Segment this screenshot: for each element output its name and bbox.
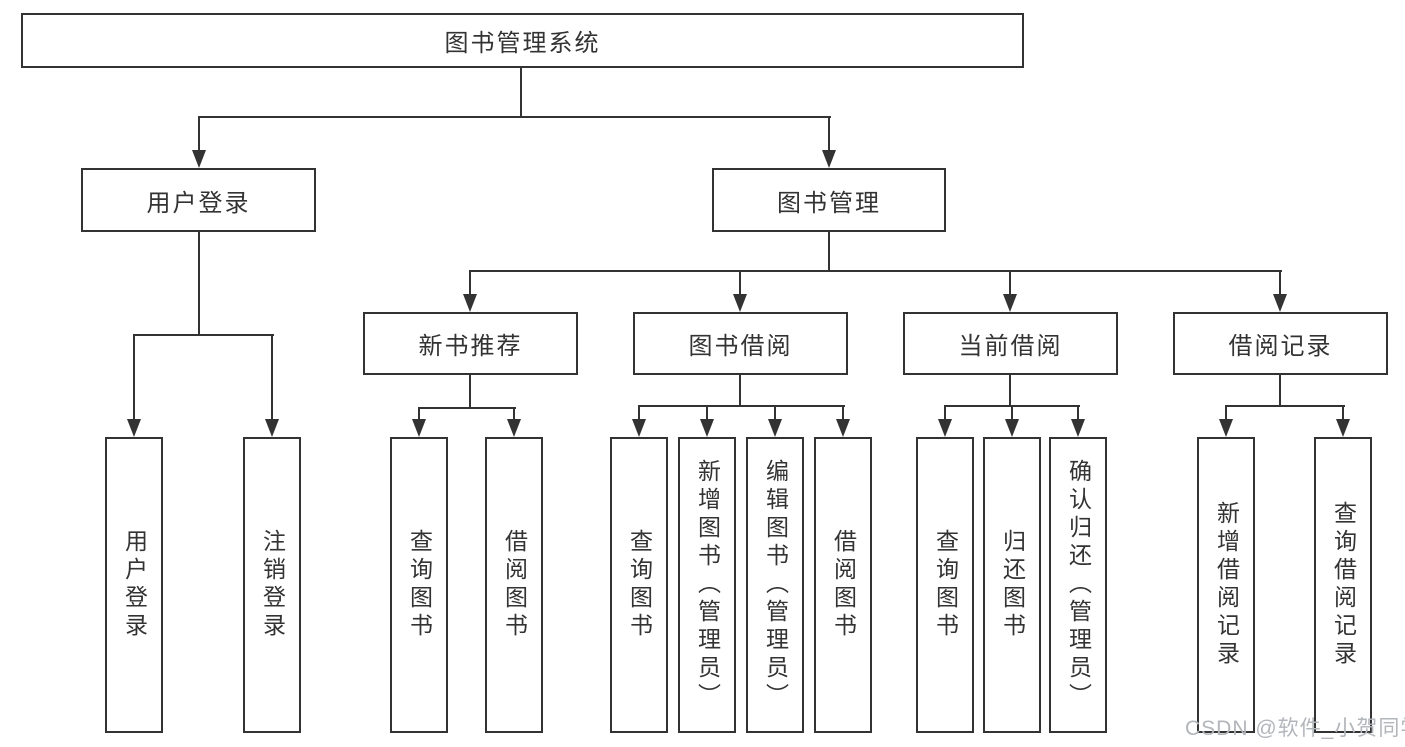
- connector-book-borrow-trunk: [739, 375, 741, 407]
- node-query-books-3: 查询图书: [916, 437, 974, 733]
- arrow-to-query-books-2: [632, 405, 646, 437]
- node-add-books-admin: 新增图书（管理员）: [678, 437, 736, 733]
- arrow-to-borrow-books-2: [836, 405, 850, 437]
- arrow-to-current-borrow: [1003, 270, 1017, 312]
- node-borrow-books-1: 借阅图书: [485, 437, 543, 733]
- connector-new-book-branch: [418, 407, 516, 409]
- node-book-borrow: 图书借阅: [633, 312, 848, 375]
- node-return-books: 归还图书: [983, 437, 1041, 733]
- connector-root-branch: [198, 116, 831, 118]
- arrow-to-user-login-leaf: [127, 334, 141, 437]
- connector-current-borrow-trunk: [1009, 375, 1011, 407]
- arrow-to-borrow-records: [1273, 270, 1287, 312]
- node-current-borrow: 当前借阅: [903, 312, 1118, 375]
- node-user-login-leaf: 用户登录: [105, 437, 163, 733]
- connector-borrow-records-trunk: [1279, 375, 1281, 407]
- connector-user-login-branch: [133, 334, 274, 336]
- connector-user-login-trunk: [198, 232, 200, 336]
- connector-book-management-branch: [469, 270, 1282, 272]
- node-logout-leaf: 注销登录: [243, 437, 301, 733]
- connector-book-management-trunk: [828, 232, 830, 272]
- arrow-to-logout-leaf: [265, 334, 279, 437]
- connector-borrow-records-branch: [1225, 405, 1345, 407]
- node-edit-books-admin: 编辑图书（管理员）: [746, 437, 804, 733]
- node-borrow-records: 借阅记录: [1173, 312, 1388, 375]
- connector-book-borrow-branch: [638, 405, 845, 407]
- node-new-book-recommend: 新书推荐: [363, 312, 578, 375]
- arrow-to-add-borrow-record: [1219, 405, 1233, 437]
- arrow-to-query-books-3: [938, 405, 952, 437]
- node-root: 图书管理系统: [21, 13, 1024, 68]
- csdn-watermark: CSDN @软件_小贺同学: [1185, 717, 1405, 740]
- arrow-to-book-management: [822, 116, 836, 168]
- arrow-to-edit-books: [768, 405, 782, 437]
- connector-new-book-trunk: [469, 375, 471, 408]
- node-borrow-books-2: 借阅图书: [814, 437, 872, 733]
- connector-root-trunk: [520, 68, 522, 118]
- arrow-to-query-borrow-record: [1336, 405, 1350, 437]
- arrow-to-book-borrow: [733, 270, 747, 312]
- node-query-borrow-record: 查询借阅记录: [1314, 437, 1372, 733]
- arrow-to-query-books-1: [412, 407, 426, 437]
- arrow-to-new-book-recommend: [463, 270, 477, 312]
- node-user-login: 用户登录: [81, 168, 316, 232]
- node-add-borrow-record: 新增借阅记录: [1197, 437, 1255, 733]
- arrow-to-user-login: [192, 116, 206, 168]
- node-confirm-return-admin: 确认归还（管理员）: [1049, 437, 1107, 733]
- arrow-to-add-books: [700, 405, 714, 437]
- node-query-books-2: 查询图书: [610, 437, 668, 733]
- node-book-management: 图书管理: [712, 168, 946, 232]
- arrow-to-return-books: [1005, 405, 1019, 437]
- arrow-to-confirm-return: [1071, 405, 1085, 437]
- node-query-books-1: 查询图书: [390, 437, 448, 733]
- arrow-to-borrow-books-1: [507, 407, 521, 437]
